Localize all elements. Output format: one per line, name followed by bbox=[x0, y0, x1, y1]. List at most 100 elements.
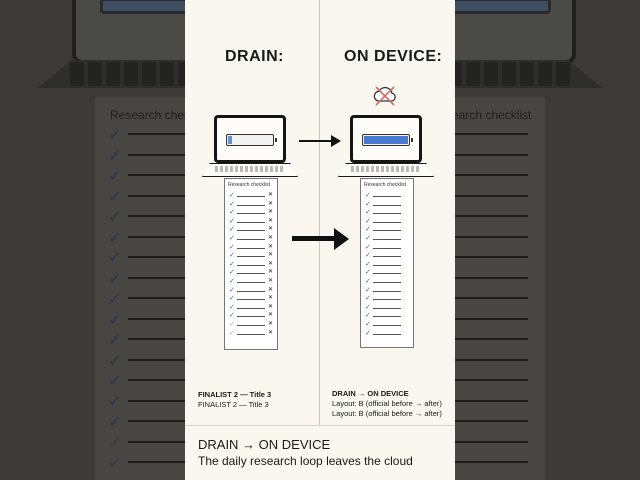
bg-checkmark-icon: ✓ bbox=[108, 147, 122, 165]
row-line bbox=[373, 204, 401, 206]
bg-checkmark-icon: ✓ bbox=[108, 332, 122, 349]
checklist-row: ✓ bbox=[365, 252, 411, 260]
checkmark-icon: ✓ bbox=[229, 260, 235, 268]
footer-divider bbox=[185, 425, 455, 426]
row-line bbox=[373, 290, 401, 292]
checklist-row: ✓ bbox=[365, 312, 411, 320]
checklist-row: ✓✕ bbox=[229, 235, 275, 243]
row-line bbox=[237, 239, 265, 240]
bg-checkmark-icon: ✓ bbox=[108, 209, 122, 226]
on-device-caption-bold: DRAIN → ON DEVICE bbox=[332, 389, 409, 398]
checklist-row: ✓ bbox=[365, 200, 411, 209]
checklist-row: ✓ bbox=[365, 226, 411, 234]
big-arrow-right-icon-head bbox=[334, 228, 349, 250]
checklist-row: ✓ bbox=[365, 295, 411, 303]
row-line bbox=[237, 256, 265, 258]
checkmark-icon: ✓ bbox=[365, 252, 371, 260]
comparison-panel: DRAIN: ON DEVICE: Research checklist ✓✕✓… bbox=[185, 0, 455, 480]
checklist-row: ✓✕ bbox=[229, 312, 275, 320]
bg-checkmark-icon: ✓ bbox=[108, 229, 122, 247]
x-mark-icon: ✕ bbox=[268, 286, 274, 293]
row-line bbox=[373, 247, 401, 249]
x-mark-icon: ✕ bbox=[268, 260, 274, 267]
checklist-row: ✓ bbox=[365, 329, 411, 338]
checklist-row: ✓ bbox=[365, 287, 411, 295]
checkmark-icon: ✓ bbox=[365, 312, 371, 320]
x-mark-icon: ✕ bbox=[268, 312, 274, 319]
checklist-row: ✓✕ bbox=[229, 192, 275, 200]
x-mark-icon: ✕ bbox=[268, 226, 274, 233]
on-device-keyboard bbox=[351, 166, 421, 172]
row-line bbox=[237, 230, 265, 232]
bg-checkmark-icon: ✓ bbox=[108, 414, 122, 431]
x-mark-icon: ✕ bbox=[268, 303, 274, 310]
row-line bbox=[237, 325, 265, 326]
row-line bbox=[373, 325, 401, 326]
x-mark-icon: ✕ bbox=[268, 235, 274, 241]
drain-caption: FINALIST 2 — Title 3 FINALIST 2 — Title … bbox=[198, 390, 271, 410]
checklist-row: ✓✕ bbox=[229, 269, 275, 277]
checkmark-icon: ✓ bbox=[229, 226, 235, 234]
drain-keyboard bbox=[215, 166, 285, 172]
checkmark-icon: ✓ bbox=[365, 192, 371, 199]
checkmark-icon: ✓ bbox=[365, 200, 371, 208]
checklist-row: ✓ bbox=[365, 321, 411, 329]
x-mark-icon: ✕ bbox=[268, 321, 274, 327]
drain-laptop-screen bbox=[214, 115, 286, 163]
row-line bbox=[237, 307, 265, 309]
checklist-row: ✓ bbox=[365, 192, 411, 200]
big-arrow-right-icon bbox=[292, 236, 336, 241]
row-line bbox=[373, 264, 401, 266]
footer-title: DRAIN → ON DEVICE bbox=[198, 437, 331, 452]
on-device-battery-icon bbox=[362, 134, 413, 146]
checklist-row: ✓✕ bbox=[229, 295, 275, 303]
row-line bbox=[237, 282, 265, 283]
checkmark-icon: ✓ bbox=[365, 321, 371, 328]
checklist-row: ✓✕ bbox=[229, 330, 275, 338]
checkmark-icon: ✓ bbox=[229, 321, 235, 328]
x-mark-icon: ✕ bbox=[268, 295, 274, 302]
checkmark-icon: ✓ bbox=[365, 269, 371, 277]
checklist-row: ✓ bbox=[365, 218, 411, 226]
checklist-row: ✓✕ bbox=[229, 209, 275, 217]
checklist-row: ✓✕ bbox=[229, 303, 275, 312]
checkmark-icon: ✓ bbox=[229, 243, 235, 251]
on-device-checklist: Research checklist ✓✓✓✓✓✓✓✓✓✓✓✓✓✓✓✓✓ bbox=[360, 178, 414, 348]
checklist-row: ✓✕ bbox=[229, 243, 275, 252]
checklist-row: ✓✕ bbox=[229, 321, 275, 329]
checkmark-icon: ✓ bbox=[229, 209, 235, 217]
checklist-row: ✓ bbox=[365, 209, 411, 217]
checklist-row: ✓ bbox=[365, 269, 411, 277]
checkmark-icon: ✓ bbox=[365, 329, 371, 337]
bg-checkmark-icon: ✓ bbox=[108, 291, 122, 308]
checklist-row: ✓ bbox=[365, 304, 411, 312]
x-mark-icon: ✕ bbox=[268, 269, 274, 276]
row-line bbox=[373, 273, 401, 275]
checkmark-icon: ✓ bbox=[229, 252, 235, 260]
on-device-caption-line-2: Layout: B (official before → after) bbox=[332, 409, 442, 418]
bg-checkmark-icon: ✓ bbox=[108, 311, 122, 329]
row-line bbox=[237, 316, 265, 318]
footer-subtitle: The daily research loop leaves the cloud bbox=[198, 454, 413, 468]
arrow-right-icon-head bbox=[331, 135, 341, 147]
checklist-row: ✓ bbox=[365, 261, 411, 269]
cloud-crossed-icon bbox=[373, 86, 396, 106]
drain-checklist: Research checklist ✓✕✓✕✓✕✓✕✓✕✓✕✓✕✓✕✓✕✓✕✓… bbox=[224, 178, 278, 350]
checkmark-icon: ✓ bbox=[365, 226, 371, 234]
row-line bbox=[373, 221, 401, 223]
drain-battery-fill bbox=[228, 136, 232, 144]
bg-checkmark-icon: ✓ bbox=[108, 373, 122, 390]
x-mark-icon: ✕ bbox=[268, 192, 274, 198]
on-device-caption-line-1: Layout: B (official before → after) bbox=[332, 399, 442, 408]
row-line bbox=[373, 282, 401, 283]
checkmark-icon: ✓ bbox=[365, 295, 371, 303]
drain-heading: DRAIN: bbox=[225, 48, 284, 65]
row-line bbox=[237, 273, 265, 275]
drain-battery-icon bbox=[226, 134, 277, 146]
arrow-right-icon bbox=[299, 140, 333, 142]
row-line bbox=[373, 333, 401, 335]
on-device-heading: ON DEVICE: bbox=[344, 48, 443, 65]
row-line bbox=[373, 196, 401, 197]
checkmark-icon: ✓ bbox=[229, 303, 235, 311]
checkmark-icon: ✓ bbox=[229, 295, 235, 303]
